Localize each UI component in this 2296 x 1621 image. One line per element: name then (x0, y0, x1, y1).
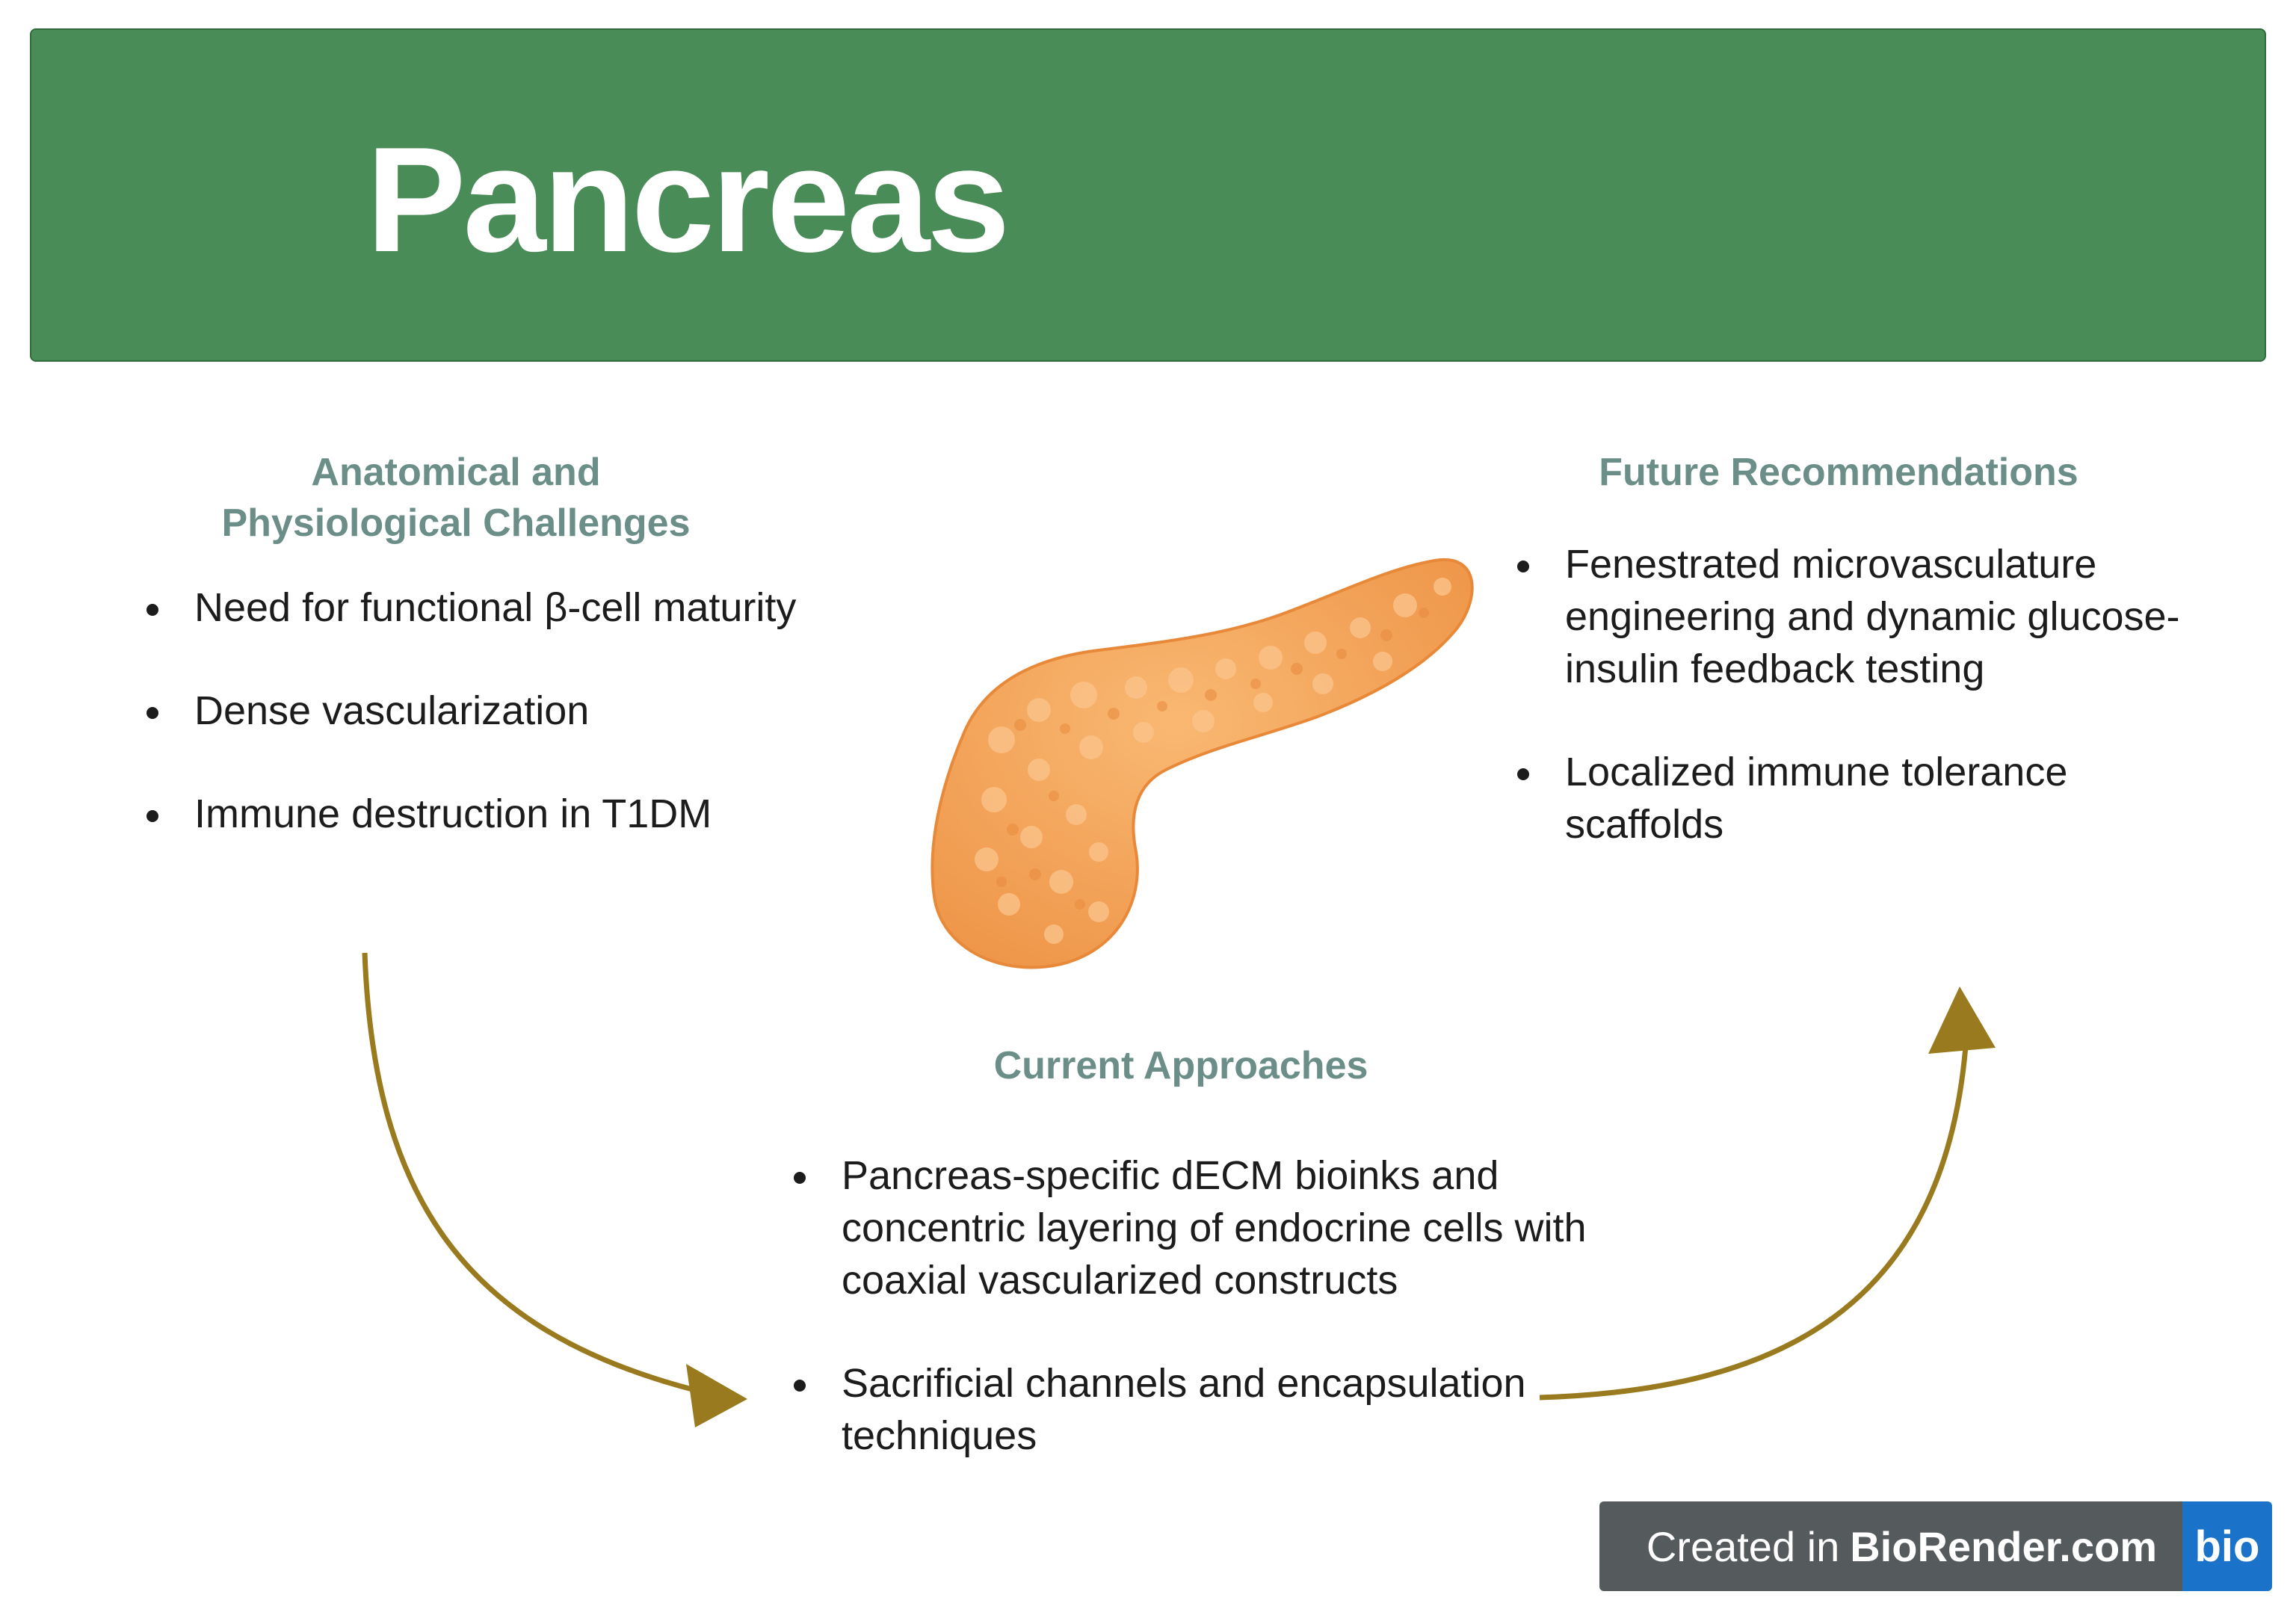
current-heading: Current Approaches (993, 1044, 1368, 1087)
list-item: Immune destruction in T1DM (146, 788, 819, 840)
arrow-head-current (686, 1364, 747, 1427)
list-item: Sacrificial channels and encapsulation t… (794, 1357, 1616, 1462)
list-item: Need for functional β-cell maturity (146, 581, 819, 634)
pancreas-icon (931, 558, 1474, 969)
biorender-logo-icon: bio (2182, 1501, 2272, 1591)
future-heading: Future Recommendations (1599, 451, 2079, 494)
arrow-challenges-to-current (362, 952, 696, 1393)
badge-brand: BioRender.com (1850, 1522, 2157, 1570)
future-list: Fenestrated microvasculature engineering… (1517, 538, 2190, 850)
current-list: Pancreas-specific dECM bioinks and conce… (794, 1149, 1616, 1462)
biorender-badge[interactable]: Created in BioRender.com bio (1599, 1501, 2272, 1591)
page-title: Pancreas (366, 117, 1010, 283)
challenges-list: Need for functional β-cell maturity Dens… (146, 581, 819, 840)
list-item: Pancreas-specific dECM bioinks and conce… (794, 1149, 1616, 1306)
title-banner: Pancreas (30, 28, 2266, 362)
list-item: Localized immune tolerance scaffolds (1517, 746, 2190, 850)
badge-prefix: Created in (1646, 1522, 1840, 1570)
challenges-heading: Anatomical and Physiological Challenges (179, 447, 732, 549)
list-item: Dense vascularization (146, 685, 819, 737)
list-item: Fenestrated microvasculature engineering… (1517, 538, 2190, 695)
challenges-heading-line1: Anatomical and (311, 451, 601, 494)
arrow-head-future (1928, 987, 1996, 1054)
challenges-heading-line2: Physiological Challenges (221, 501, 691, 545)
